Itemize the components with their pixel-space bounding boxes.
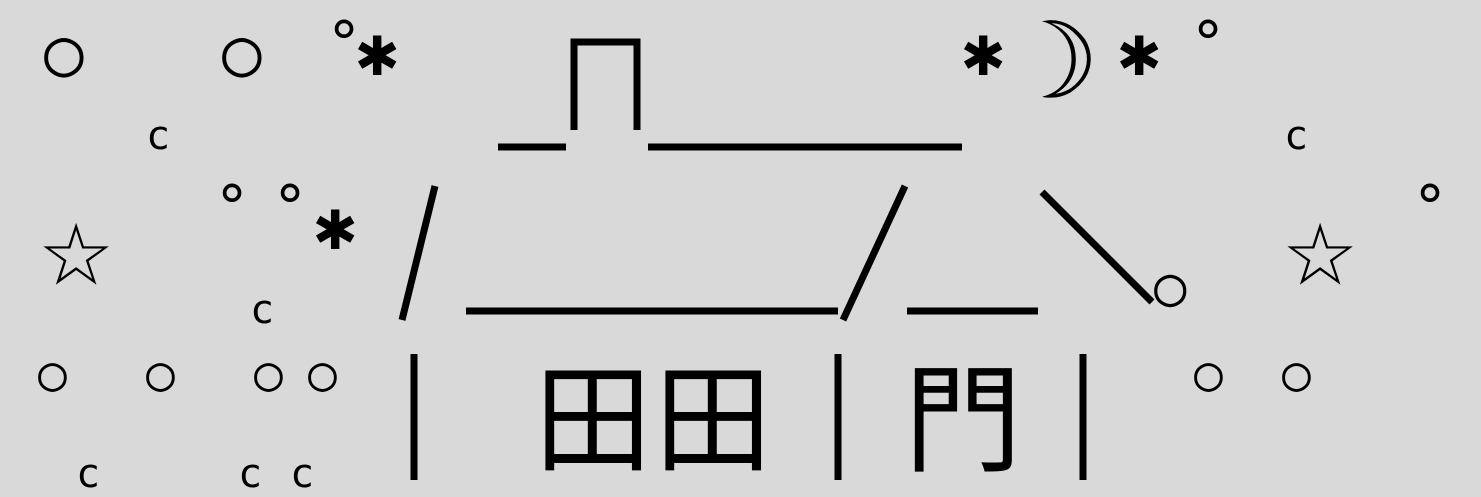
circle-3: ○ — [1154, 255, 1187, 318]
small-circle-2: ° — [1190, 9, 1227, 79]
circle-6: ○ — [254, 346, 283, 402]
crescent-moon: ☽ — [1034, 0, 1100, 124]
circle-2: ○ — [222, 14, 262, 91]
circle-7: ○ — [308, 346, 337, 402]
asterisk-2: ✱ — [962, 10, 1005, 92]
snowflake-3: c — [250, 287, 275, 333]
snowflake-5: c — [238, 451, 263, 497]
chimney — [570, 38, 641, 130]
asterisk-4: ✱ — [314, 184, 357, 266]
door: 門 — [904, 352, 1023, 490]
window-1: 田 — [534, 352, 653, 490]
snowflake-1: c — [146, 113, 171, 159]
star-right: ☆ — [1284, 176, 1357, 315]
small-circle-1: ° — [326, 9, 363, 79]
roof-slope-right — [1039, 189, 1155, 305]
small-circle-5: ° — [1412, 173, 1449, 243]
roof-slope-middle — [839, 184, 909, 322]
circle-9: ○ — [1282, 346, 1311, 402]
circle-8: ○ — [1194, 346, 1223, 402]
star-left: ☆ — [40, 176, 113, 315]
snowflake-6: c — [290, 451, 315, 497]
snowflake-2: c — [1284, 113, 1309, 159]
circle-1: ○ — [44, 14, 84, 91]
roof-slope-left — [398, 185, 439, 321]
small-circle-3: ° — [214, 173, 251, 243]
circle-5: ○ — [146, 346, 175, 402]
circle-4: ○ — [38, 346, 67, 402]
asterisk-1: ✱ — [356, 10, 399, 92]
snowflake-4: c — [76, 451, 101, 497]
asterisk-3: ✱ — [1118, 10, 1161, 92]
window-2: 田 — [654, 352, 773, 490]
small-circle-4: ° — [272, 173, 309, 243]
